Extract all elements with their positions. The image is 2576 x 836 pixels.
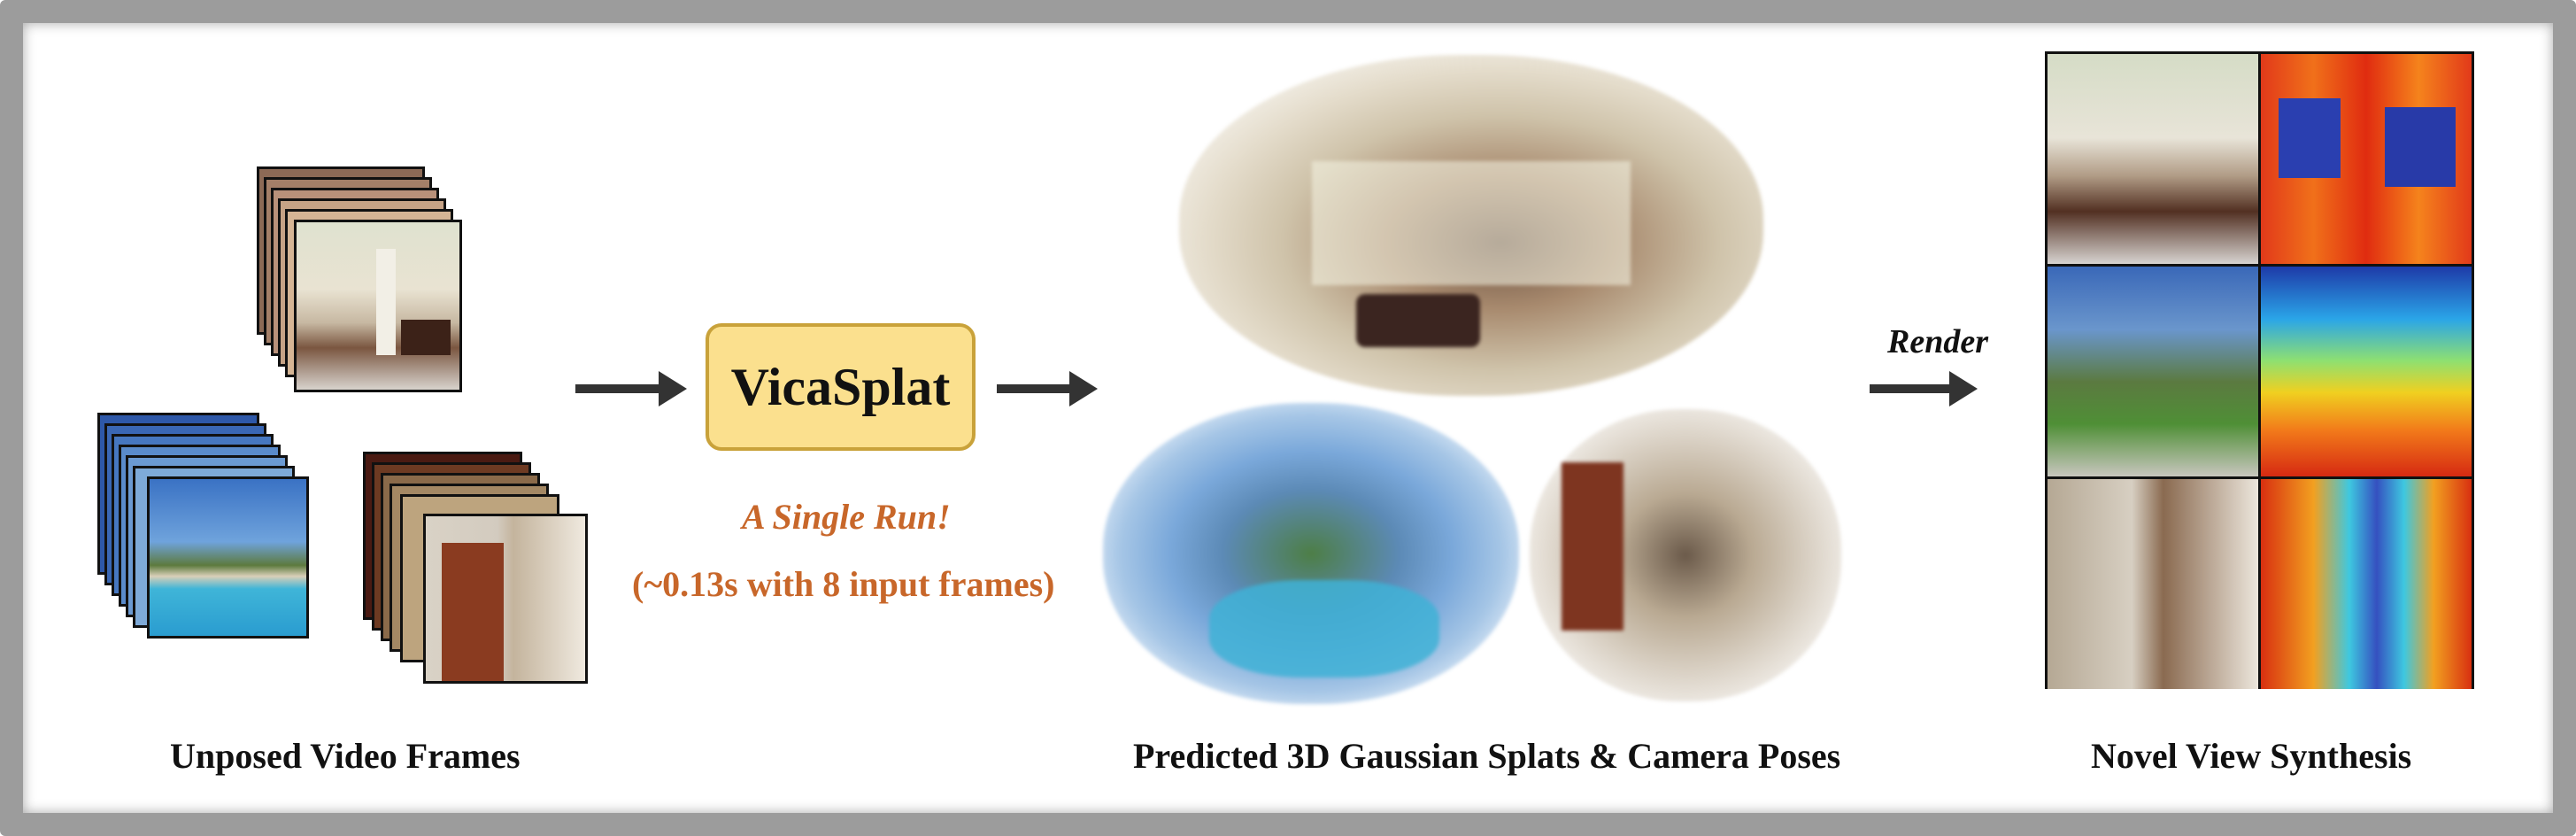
splat-render-indoor xyxy=(1179,55,1763,396)
depth-view-indoor xyxy=(2261,54,2472,264)
splat-render-hallway xyxy=(1530,409,1841,701)
model-box: VicaSplat xyxy=(706,323,976,451)
splat-render-pool xyxy=(1103,403,1519,704)
novel-view-label: Novel View Synthesis xyxy=(2091,736,2412,776)
rgb-view-pool xyxy=(2048,267,2258,476)
input-frames-label: Unposed Video Frames xyxy=(170,736,521,776)
render-label: Render xyxy=(1887,323,1988,360)
novel-view-grid xyxy=(2045,51,2474,689)
arrow-to-model xyxy=(575,371,687,406)
frame-card-front xyxy=(423,514,588,684)
frame-card-front xyxy=(294,220,462,392)
predicted-splats-label: Predicted 3D Gaussian Splats & Camera Po… xyxy=(1133,736,1841,776)
rgb-view-hallway xyxy=(2048,479,2258,689)
frame-card-front xyxy=(147,476,309,639)
rgb-view-indoor xyxy=(2048,54,2258,264)
arrow-render xyxy=(1870,371,1978,406)
model-timing: (~0.13s with 8 input frames) xyxy=(632,564,1055,604)
depth-view-hallway xyxy=(2261,479,2472,689)
arrow-to-splats xyxy=(997,371,1098,406)
model-tagline: A Single Run! xyxy=(742,497,951,537)
depth-view-pool xyxy=(2261,267,2472,476)
